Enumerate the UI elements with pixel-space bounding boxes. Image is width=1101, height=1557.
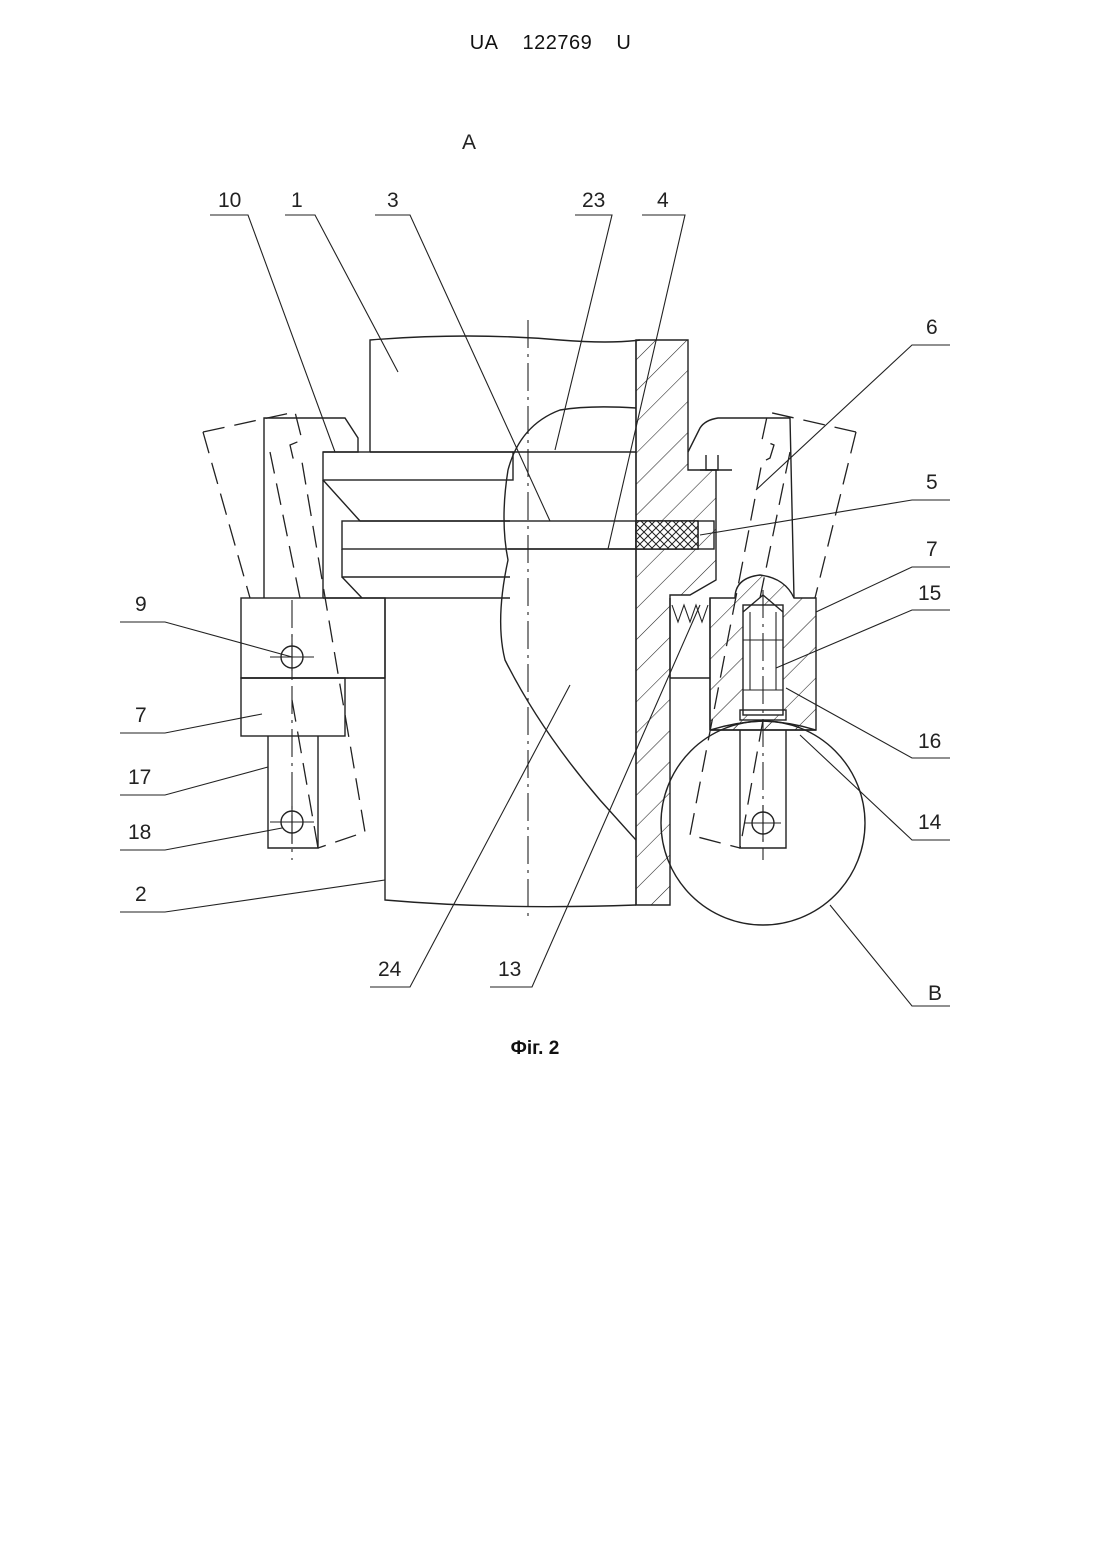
callout-4: 4 — [657, 189, 669, 212]
callout-10: 10 — [218, 189, 241, 212]
hatched-wall — [636, 340, 716, 905]
callout-15: 15 — [918, 582, 941, 605]
left-swung-position — [203, 412, 365, 848]
blank-profile-23-24 — [501, 407, 636, 840]
callout-2: 2 — [135, 883, 147, 906]
callout-7-right: 7 — [926, 538, 938, 561]
view-label-b: B — [928, 982, 942, 1005]
callout-5: 5 — [926, 471, 938, 494]
callout-14: 14 — [918, 811, 942, 834]
callout-16: 16 — [918, 730, 941, 753]
callout-7-left: 7 — [135, 704, 147, 727]
leader-lines — [120, 215, 950, 1006]
lower-plate — [323, 549, 510, 598]
figure-caption: Фіг. 2 — [0, 1038, 1070, 1060]
callout-13: 13 — [498, 958, 521, 981]
callout-23: 23 — [582, 189, 605, 212]
callout-18: 18 — [128, 821, 151, 844]
spring-13 — [670, 598, 710, 730]
view-label-a: A — [462, 131, 476, 154]
housing-2 — [241, 598, 636, 907]
upper-plate — [323, 452, 513, 598]
left-arm-10 — [241, 418, 385, 848]
callout-9: 9 — [135, 593, 147, 616]
callout-3: 3 — [387, 189, 399, 212]
callout-17: 17 — [128, 766, 151, 789]
shaft-1 — [370, 336, 640, 452]
center-lines — [292, 320, 763, 918]
callout-1: 1 — [291, 189, 303, 212]
callout-24: 24 — [378, 958, 402, 981]
callout-6: 6 — [926, 316, 938, 339]
